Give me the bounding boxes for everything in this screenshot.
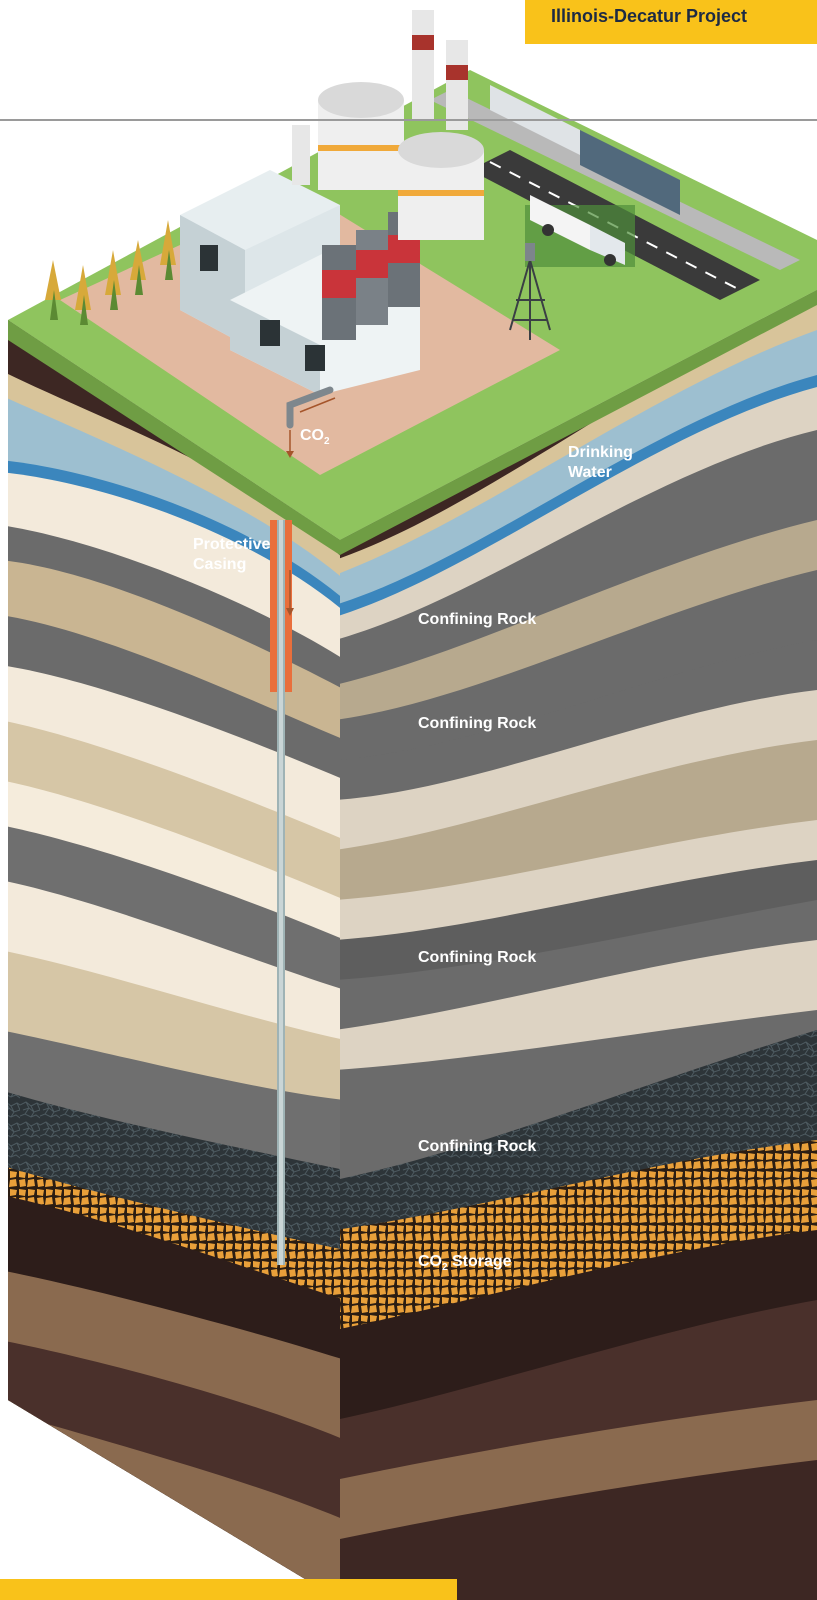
co2-storage-label: CO2 Storage xyxy=(418,1253,512,1273)
confining-rock-label-2: Confining Rock xyxy=(418,715,537,732)
injection-well xyxy=(270,520,294,1265)
footer-accent-bar xyxy=(0,1579,457,1600)
drinking-water-label: Drinking Water xyxy=(568,444,633,481)
right-face-strata xyxy=(340,290,817,1600)
co2-pipe-label: CO2 xyxy=(300,427,330,447)
header-rule xyxy=(0,119,817,121)
storage-tank-icon xyxy=(318,82,484,240)
confining-rock-label-4: Confining Rock xyxy=(418,1138,537,1155)
confining-rock-label-3: Confining Rock xyxy=(418,949,537,966)
protective-casing-label: Protective Casing xyxy=(193,536,271,573)
confining-rock-label-1: Confining Rock xyxy=(418,611,537,628)
left-face-strata xyxy=(8,320,340,1600)
pipe-icon xyxy=(286,386,336,458)
smokestack-icon xyxy=(292,10,468,340)
corn-crop-icon xyxy=(45,220,176,325)
drilling-rig-icon xyxy=(509,243,551,340)
project-title: Illinois-Decatur Project xyxy=(525,0,817,44)
tanker-truck-icon xyxy=(525,195,635,267)
